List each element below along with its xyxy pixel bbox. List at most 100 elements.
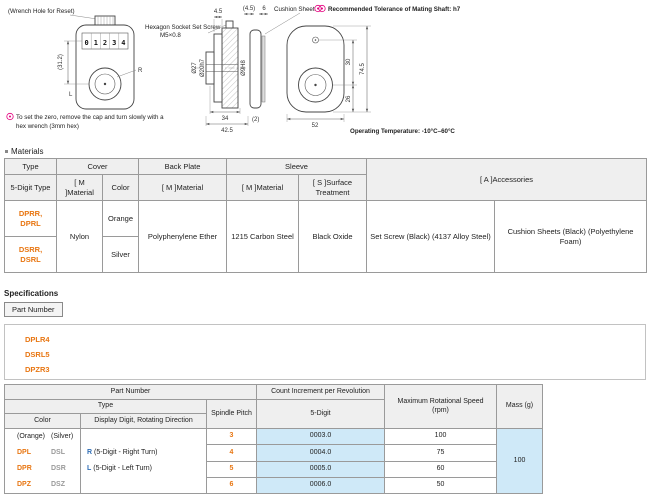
front-view-drawing: (Wrench Hole for Reset) 0 1 2 3 4 (31.2)… <box>8 8 143 110</box>
set-screw <box>225 20 234 29</box>
max-speed-value: 50 <box>384 476 498 495</box>
dim-34: 34 <box>222 116 229 122</box>
dim-31-2: (31.2) <box>58 54 64 70</box>
mass-value: 100 <box>496 428 544 494</box>
part-number-example[interactable]: DSRL5 <box>25 350 50 359</box>
spec-header-part-number: Part Number <box>3 384 258 400</box>
mat-color-orange: Orange <box>101 200 140 237</box>
zero-note-line1: To set the zero, remove the cap and turn… <box>16 114 164 121</box>
dim-26: 26 <box>346 95 352 102</box>
dim-42-5: 42.5 <box>221 128 233 134</box>
mat-type-dsrr: DSRR,DSRL <box>4 236 57 273</box>
dim-4-5: 4.5 <box>214 9 223 15</box>
color-labels-row: (Orange)(Silver) <box>17 433 74 440</box>
mat-header-sleeve-material: [ M ]Material <box>226 174 300 201</box>
tolerance-note-group: Recommended Tolerance of Mating Shaft: h… <box>318 4 461 13</box>
count-increment-value: 0004.0 <box>256 444 386 462</box>
spec-header-type: Type <box>4 399 207 414</box>
zero-note-group: To set the zero, remove the cap and turn… <box>6 112 164 130</box>
digit-1: 1 <box>94 39 98 47</box>
spindle-pitch-value: 6 <box>205 476 258 495</box>
dim-30: 30 <box>346 58 352 65</box>
dim-4-5-paren: (4.5) <box>243 6 255 12</box>
dim-o20: Ø20h7 <box>200 58 206 77</box>
cushion-sheet <box>261 35 266 103</box>
mat-header-surface: [ S ]Surface Treatment <box>298 174 368 201</box>
spindle-pitch-value: 5 <box>205 460 258 478</box>
materials-section-title: Materials <box>5 147 43 156</box>
set-screw-label-line1: Hexagon Socket Set Screw <box>145 24 221 31</box>
count-increment-value: 0006.0 <box>256 476 386 495</box>
digit-3: 3 <box>112 39 116 47</box>
mat-back-plate-material: Polyphenylene Ether <box>138 200 228 273</box>
set-screw-label-line2: M5×0.8 <box>160 32 181 39</box>
mat-header-sleeve: Sleeve <box>226 158 368 175</box>
body-profile <box>249 29 262 109</box>
materials-table: Type Cover Back Plate Sleeve [ A ]Access… <box>4 158 648 273</box>
direction-right: R (5-Digit - Right Turn) <box>87 449 158 456</box>
cushion-sheet-label: Cushion Sheet <box>274 6 315 13</box>
dim-label-l: L <box>69 92 73 98</box>
spec-header-max-speed: Maximum Rotational Speed(rpm) <box>384 384 498 429</box>
mat-header-accessories: [ A ]Accessories <box>366 158 648 201</box>
spindle-pitch-value: 4 <box>205 444 258 462</box>
mat-type-dprr: DPRR,DPRL <box>4 200 57 237</box>
max-speed-value: 100 <box>384 427 498 446</box>
mat-accessory-cushion: Cushion Sheets (Black) (Polyethylene Foa… <box>494 200 648 273</box>
note-marker-icon <box>318 4 326 13</box>
dim-52: 52 <box>312 123 319 129</box>
tolerance-note: Recommended Tolerance of Mating Shaft: h… <box>328 6 461 13</box>
part-number-example[interactable]: DPLR4 <box>25 335 50 344</box>
max-speed-value: 60 <box>384 460 498 478</box>
spec-header-count-increment: Count Increment per Revolution <box>256 384 386 400</box>
flange-section <box>213 33 223 103</box>
body-section <box>221 27 239 109</box>
spec-header-5digit: 5-Digit <box>256 399 386 429</box>
spec-header-spindle-pitch: Spindle Pitch <box>205 399 258 429</box>
mat-header-type: Type <box>4 158 57 175</box>
digit-0: 0 <box>84 39 88 47</box>
count-increment-value: 0003.0 <box>256 427 386 446</box>
spec-header-display-direction: Display Digit, Rotating Direction <box>80 413 207 429</box>
operating-temperature-note: Operating Temperature: -10°C–60°C <box>350 128 455 135</box>
mat-header-color: Color <box>101 174 140 201</box>
side-profile-drawing: (4.5) 6 Cushion Sheet <box>243 4 322 109</box>
spec-header-mass: Mass (g) <box>496 384 544 429</box>
rotating-direction-cell: R (5-Digit - Right Turn) L (5-Digit - Le… <box>80 428 207 494</box>
mat-header-cover-material: [ M ]Material <box>56 174 103 201</box>
mat-sleeve-material: 1215 Carbon Steel <box>226 200 300 273</box>
section-bullet-icon <box>5 149 8 153</box>
dim-74-5: 74.5 <box>360 63 366 75</box>
mat-accessory-set-screw: Set Screw (Black) (4137 Alloy Steel) <box>366 200 496 273</box>
note-marker-icon <box>6 112 14 121</box>
spec-header-color: Color <box>4 413 81 429</box>
technical-drawings: (Wrench Hole for Reset) 0 1 2 3 4 (31.2)… <box>6 4 461 135</box>
dim-o9: Ø9H8 <box>241 60 247 76</box>
mat-color-silver: Silver <box>101 236 140 273</box>
dim-2: (2) <box>252 117 259 123</box>
mat-header-bp-material: [ M ]Material <box>138 174 228 201</box>
spindle-pitch-value: 3 <box>205 427 258 446</box>
mat-header-5digit-type: 5-Digit Type <box>4 174 57 201</box>
direction-left: L (5-Digit - Left Turn) <box>87 465 152 472</box>
section-view-drawing: Hexagon Socket Set Screw M5×0.8 4.5 Ø27 … <box>145 9 259 134</box>
specifications-title: Specifications <box>4 289 59 298</box>
rear-view-drawing: 30 26 74.5 52 Operating Temperature: -10… <box>286 25 455 135</box>
part-number-example[interactable]: DPZR3 <box>25 365 50 374</box>
digit-2: 2 <box>103 39 107 47</box>
dim-label-r: R <box>138 68 143 74</box>
mat-cover-material: Nylon <box>56 200 103 273</box>
zero-note-line2: hex wrench (3mm hex) <box>16 123 79 130</box>
count-increment-value: 0005.0 <box>256 460 386 478</box>
specification-table: Part Number Count Increment per Revoluti… <box>3 384 544 495</box>
sleeve-section <box>205 51 215 85</box>
mat-header-back-plate: Back Plate <box>138 158 228 175</box>
wrench-hole-note: (Wrench Hole for Reset) <box>8 8 75 15</box>
dim-o27: Ø27 <box>192 62 198 74</box>
dim-6: 6 <box>262 6 266 12</box>
